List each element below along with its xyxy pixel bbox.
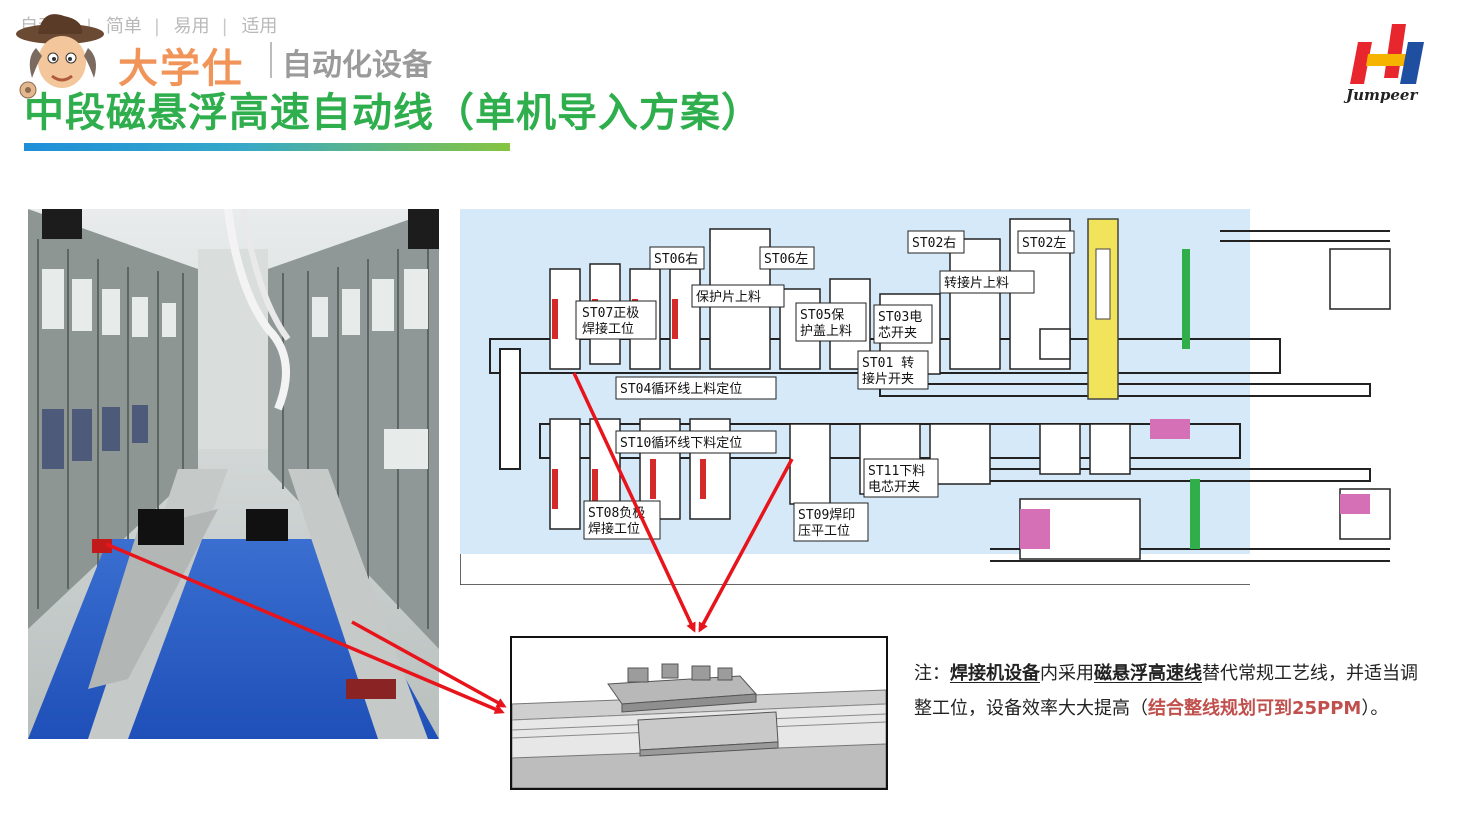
logo-text: Jumpeer (1346, 86, 1418, 104)
line-layout-drawing: ST06右 ST06左 ST02右 ST02左 ST07正极 焊接工位 保护片上… (460, 209, 1434, 585)
label-st07-line1: ST07正极 (582, 306, 639, 321)
label-st02r: ST02右 (912, 236, 956, 251)
label-st02l: ST02左 (1022, 236, 1066, 251)
note-highlight-ppm: 结合整线规划可到25PPM (1148, 698, 1362, 719)
note-bold-maglev: 磁悬浮高速线 (1094, 663, 1202, 684)
jumpeer-logo-icon (1350, 24, 1424, 84)
label-st04: ST04循环线上料定位 (620, 382, 742, 397)
label-st05-line1: ST05保 (800, 308, 844, 323)
page-title: 中段磁悬浮高速自动线（单机导入方案） (24, 90, 762, 136)
label-st09-line1: ST09焊印 (798, 507, 855, 523)
label-st07-line2: 焊接工位 (582, 321, 634, 337)
note-text-1: 内采用 (1040, 663, 1094, 684)
label-protect: 保护片上料 (696, 290, 761, 305)
label-st01-line1: ST01 转 (862, 356, 914, 371)
watermark-brand: 大学仕 (118, 46, 244, 92)
production-line-photo (28, 209, 439, 739)
note-suffix: ）。 (1361, 698, 1389, 719)
label-st10: ST10循环线下料定位 (620, 436, 742, 451)
label-st01-line2: 接片开夹 (862, 371, 914, 387)
tagline-item: 简单 (105, 16, 142, 37)
note-prefix: 注： (914, 663, 950, 684)
label-st11-line2: 电芯开夹 (868, 480, 920, 495)
note-text-2: 替代常规工艺线，并适当调整工位，设备效率大大提高（ (914, 663, 1418, 719)
watermark-divider (270, 42, 272, 78)
label-st05-line2: 护盖上料 (800, 324, 852, 339)
mascot-icon (16, 14, 104, 99)
tagline-item: 易用 (173, 16, 210, 37)
maglev-rail-render (510, 636, 888, 790)
watermark-product: 自动化设备 (282, 48, 432, 83)
label-st06l: ST06左 (764, 252, 808, 267)
label-st08-line2: 焊接工位 (588, 521, 640, 537)
note-paragraph: 注：焊接机设备内采用磁悬浮高速线替代常规工艺线，并适当调整工位，设备效率大大提高… (914, 656, 1434, 726)
label-st09-line2: 压平工位 (798, 524, 850, 539)
title-underline (24, 143, 510, 151)
note-bold-welder: 焊接机设备 (950, 663, 1040, 684)
label-st06r: ST06右 (654, 252, 698, 267)
tagline-item: 适用 (241, 16, 278, 37)
label-st08-line1: ST08负极 (588, 506, 645, 521)
label-st03-line2: 芯开夹 (878, 326, 917, 341)
label-transfer: 转接片上料 (944, 275, 1009, 291)
label-st11-line1: ST11下料 (868, 464, 925, 479)
label-st03-line1: ST03电 (878, 310, 922, 325)
